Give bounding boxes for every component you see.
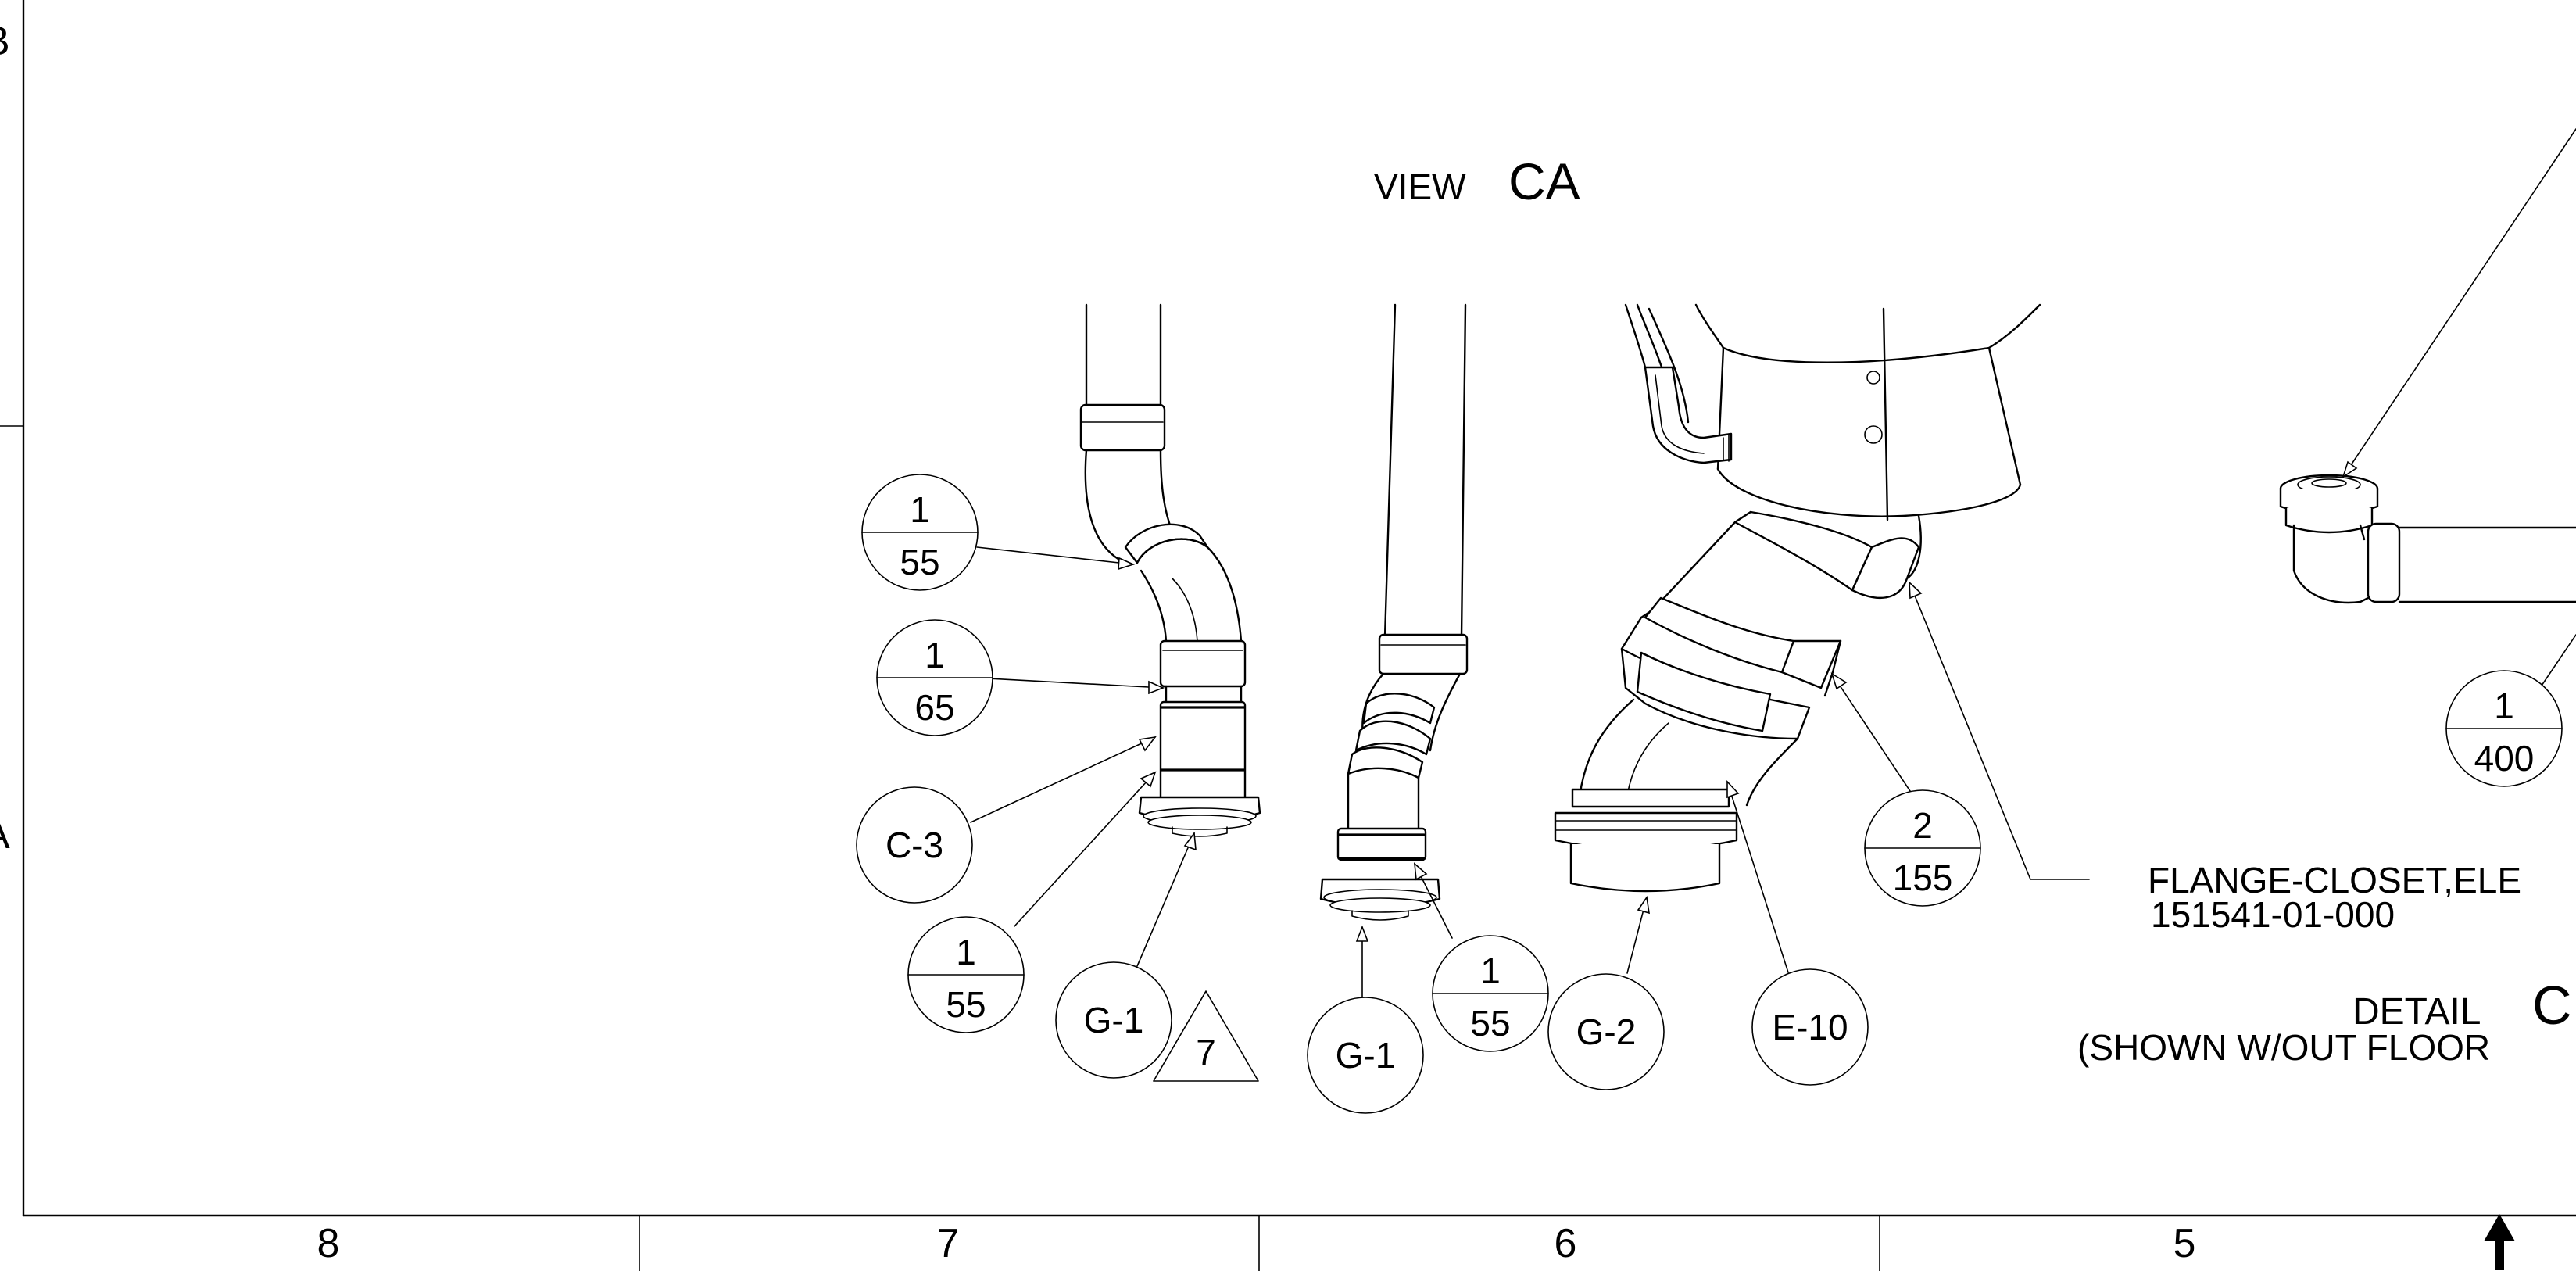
flange-note-line1: FLANGE-CLOSET,ELE <box>2148 860 2521 900</box>
balloon-text: G-1 <box>1336 1035 1396 1076</box>
balloon-1-55-a: 1 55 <box>861 474 979 591</box>
balloon-bottom-text: 55 <box>900 542 939 582</box>
zone-number-8: 8 <box>317 1221 340 1266</box>
balloon-top-text: 1 <box>956 932 976 972</box>
balloon-c-3: C-3 <box>856 786 973 904</box>
view-title-small: VIEW <box>1374 166 1466 207</box>
balloon-top-text: 1 <box>910 489 930 530</box>
balloon-top-text: 1 <box>1480 951 1501 991</box>
zone-number-6: 6 <box>1555 1221 1577 1266</box>
drain-fitting <box>2279 474 2576 604</box>
balloon-top-text: 1 <box>2494 686 2514 726</box>
flange-note-line2: 151541-01-000 <box>2151 894 2395 935</box>
balloon-e-10: E-10 <box>1751 968 1869 1086</box>
zone-letter-b: B <box>0 19 10 64</box>
balloon-text: G-2 <box>1576 1011 1637 1052</box>
detail-subtitle: (SHOWN W/OUT FLOOR <box>2077 1027 2490 1068</box>
zone-number-7: 7 <box>937 1221 960 1266</box>
detail-title-large: C <box>2532 975 2572 1036</box>
balloon-1-400: 1 400 <box>2445 670 2563 787</box>
middle-pipe-assembly <box>1319 303 1469 921</box>
view-title-large: CA <box>1508 152 1580 210</box>
balloon-g-1-a: G-1 <box>1055 961 1172 1079</box>
balloon-bottom-text: 55 <box>946 984 986 1025</box>
balloon-top-text: 1 <box>925 635 945 675</box>
detail-title-small: DETAIL <box>2352 991 2481 1033</box>
leader-lines <box>970 128 2576 1000</box>
balloon-1-55-b: 1 55 <box>907 916 1025 1033</box>
zone-number-5: 5 <box>2174 1221 2196 1266</box>
detail-title: DETAIL C (SHOWN W/OUT FLOOR <box>2077 975 2572 1068</box>
view-title: VIEW CA <box>1374 152 1580 210</box>
revision-triangle-text: 7 <box>1196 1032 1216 1072</box>
zone-letter-a: A <box>0 812 10 857</box>
balloon-g-1-b: G-1 <box>1307 997 1424 1114</box>
balloon-bottom-text: 400 <box>2474 738 2535 779</box>
balloon-bottom-text: 55 <box>1470 1003 1510 1044</box>
balloon-text: C-3 <box>886 825 943 865</box>
revision-triangle: 7 <box>1153 990 1259 1082</box>
balloon-text: E-10 <box>1772 1007 1848 1047</box>
balloon-top-text: 2 <box>1912 805 1933 846</box>
balloon-bottom-text: 155 <box>1893 857 1953 898</box>
arrow-up-icon <box>2484 1214 2515 1270</box>
balloon-2-155: 2 155 <box>1864 789 1981 907</box>
balloon-1-65: 1 65 <box>876 619 993 736</box>
flange-note: FLANGE-CLOSET,ELE 151541-01-000 <box>2148 860 2521 935</box>
closet-assembly <box>1554 303 2041 893</box>
balloon-text: G-1 <box>1084 1000 1144 1040</box>
left-pipe-assembly <box>1079 303 1261 837</box>
balloon-g-2: G-2 <box>1547 973 1665 1090</box>
balloon-1-55-c: 1 55 <box>1432 935 1549 1052</box>
balloon-bottom-text: 65 <box>914 687 954 728</box>
